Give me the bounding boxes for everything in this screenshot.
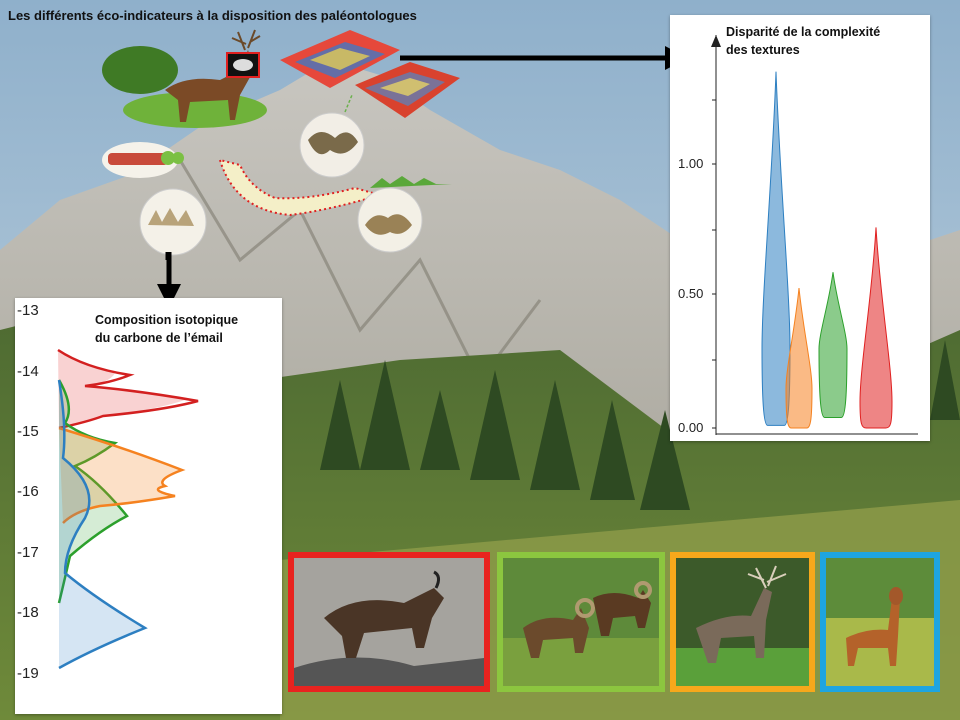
jaw-icon — [218, 158, 384, 217]
isotope-panel-title-line1: Composition isotopique — [95, 313, 239, 327]
cusp-icon — [357, 187, 423, 253]
texture-y-axis-arrow — [711, 35, 721, 47]
texture-panel: Disparité de la complexité des textures … — [670, 15, 930, 441]
texture-panel-title-line1: Disparité de la complexité — [726, 25, 881, 39]
texture-y-tick: 1.00 — [678, 156, 704, 171]
isotope-y-tick: -14 — [17, 363, 39, 380]
isotope-y-tick: -18 — [17, 604, 39, 621]
texture-surface-icon — [280, 30, 460, 118]
wear-profile-icon — [370, 176, 452, 188]
isotope-y-tick: -16 — [17, 483, 39, 500]
chamois-photo — [288, 552, 490, 692]
deer-icon — [102, 29, 267, 128]
isotope-y-tick: -19 — [17, 665, 39, 682]
isotope-y-tick: -13 — [17, 302, 39, 319]
mouflon-photo — [497, 552, 665, 692]
red-density-curve — [57, 348, 199, 430]
tooth-row-icon — [102, 142, 184, 178]
arrow-to-texture-panel — [400, 46, 688, 70]
violin-2 — [785, 288, 813, 429]
tooth-side-icon — [139, 188, 207, 256]
texture-violin-chart — [711, 35, 918, 435]
eco-indicators-illustration — [102, 29, 688, 260]
texture-y-tick: 0.00 — [678, 420, 704, 435]
texture-panel-title-line2: des textures — [726, 43, 800, 57]
violin-1 — [761, 71, 791, 426]
texture-ticks — [712, 99, 716, 429]
skull-icon — [226, 52, 260, 78]
violin-3 — [818, 272, 848, 418]
isotope-panel: Composition isotopique du carbone de l’é… — [15, 298, 282, 714]
roe-deer-photo — [820, 552, 940, 692]
isotope-panel-title-line2: du carbone de l’émail — [95, 331, 223, 345]
isotope-density-chart — [57, 348, 199, 670]
violin-4 — [859, 227, 893, 429]
main-title: Les différents éco-indicateurs à la disp… — [8, 8, 417, 23]
blue-density-curve — [57, 379, 148, 670]
red-deer-photo — [670, 552, 815, 692]
isotope-y-tick: -17 — [17, 544, 39, 561]
down-arrow-icon — [157, 252, 181, 308]
isotope-y-tick: -15 — [17, 423, 39, 440]
texture-y-tick: 0.50 — [678, 286, 704, 301]
molar-occlusal-icon — [299, 94, 365, 178]
